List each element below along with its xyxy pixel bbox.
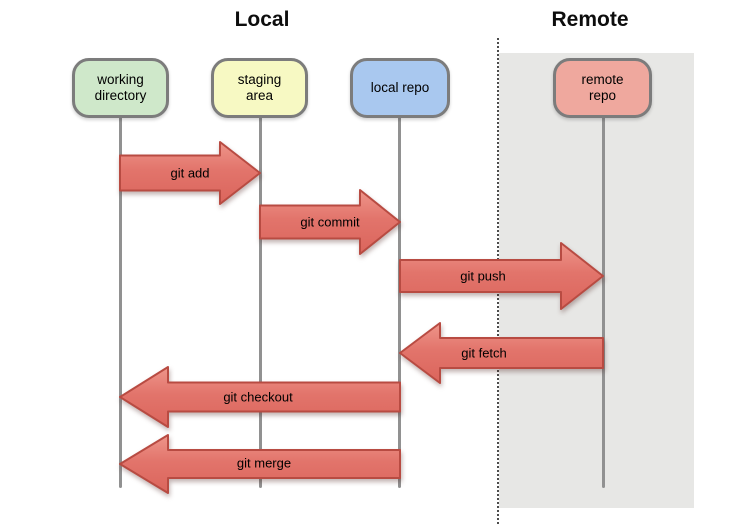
- right-arrow-shape: [259, 189, 401, 255]
- left-arrow-shape: [119, 434, 401, 494]
- remote-section-title: Remote: [551, 8, 629, 31]
- node-label: working directory: [94, 71, 147, 103]
- remote-repo-lifeline: [601, 117, 605, 488]
- arrow-polygon: [399, 322, 604, 384]
- local-section-title: Local: [234, 8, 290, 31]
- arrow-label-git-merge: git merge: [236, 455, 292, 471]
- left-arrow-shape: [119, 366, 401, 428]
- arrow-git-push: [399, 242, 604, 310]
- arrow-polygon: [399, 242, 604, 310]
- arrow-git-fetch: [399, 322, 604, 384]
- arrow-label-git-add: git add: [170, 165, 210, 181]
- staging-area-lifeline: [258, 117, 262, 488]
- node-local-repo: local repo: [350, 58, 450, 118]
- arrow-polygon: [119, 141, 261, 205]
- node-remote-repo: remote repo: [553, 58, 652, 118]
- right-arrow-shape: [399, 242, 604, 310]
- working-directory-lifeline: [118, 117, 122, 488]
- local-repo-lifeline: [398, 117, 401, 488]
- node-label: remote repo: [581, 71, 624, 103]
- arrow-label-git-checkout: git checkout: [223, 389, 293, 405]
- arrow-git-commit: [259, 189, 401, 255]
- arrow-git-add: [119, 141, 261, 205]
- node-label: staging area: [237, 71, 282, 103]
- arrow-polygon: [119, 434, 401, 494]
- left-arrow-shape: [399, 322, 604, 384]
- arrow-git-merge: [119, 434, 401, 494]
- node-label: local repo: [370, 79, 430, 95]
- node-staging-area: staging area: [211, 58, 308, 118]
- arrow-label-git-fetch: git fetch: [461, 345, 507, 361]
- arrow-label-git-push: git push: [460, 268, 506, 284]
- node-working-directory: working directory: [72, 58, 169, 118]
- arrow-git-checkout: [119, 366, 401, 428]
- arrow-polygon: [259, 189, 401, 255]
- right-arrow-shape: [119, 141, 261, 205]
- arrow-polygon: [119, 366, 401, 428]
- arrow-label-git-commit: git commit: [300, 214, 360, 230]
